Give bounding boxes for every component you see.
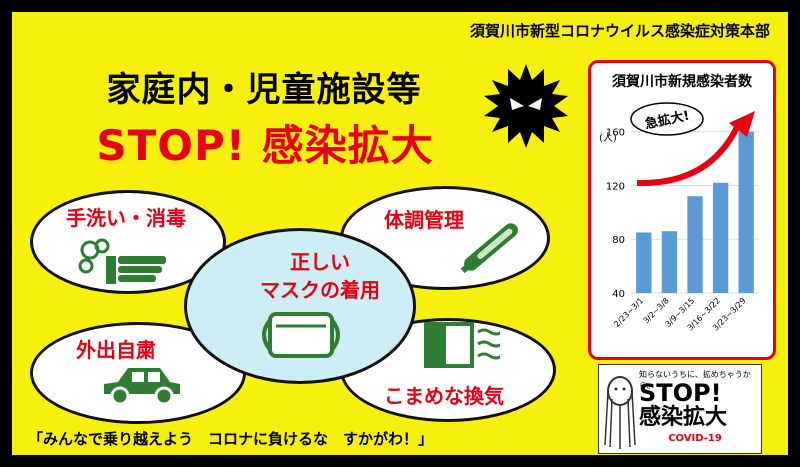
- title-line-2: STOP! 感染拡大: [96, 121, 434, 170]
- y-tick-label: 80: [612, 235, 625, 246]
- ventilation-label: こまめな換気: [384, 384, 504, 408]
- mask-label-line1: 正しい: [290, 250, 350, 274]
- mask-icon: [262, 312, 340, 358]
- y-tick-label: 40: [612, 289, 625, 300]
- stop-badge: 知らないうちに、拡めちゃうから。 STOP! 感染拡大 COVID-19: [598, 364, 762, 454]
- virus-burst-icon: [484, 64, 568, 148]
- amabie-icon: [604, 376, 636, 449]
- x-tick-label: 2/23~3/1: [612, 296, 645, 329]
- y-tick-label: 160: [606, 128, 625, 139]
- mask-bubble: [184, 228, 416, 384]
- bar: [636, 232, 652, 293]
- health-label: 体調管理: [384, 208, 464, 232]
- title-line-1: 家庭内・児童施設等: [106, 70, 422, 110]
- bar: [687, 196, 703, 293]
- mask-label: 正しい マスクの着用: [240, 248, 400, 304]
- badge-kanji: 感染拡大: [639, 405, 728, 430]
- growth-arrowhead: [729, 111, 755, 137]
- chart-title: 須賀川市新規感染者数: [612, 74, 752, 90]
- car-icon: [104, 368, 180, 406]
- stay-home-label: 外出自粛: [76, 338, 156, 362]
- org-name: 須賀川市新型コロナウイルス感染症対策本部: [469, 22, 770, 40]
- mask-label-line2: マスクの着用: [260, 278, 380, 302]
- growth-arrow: [636, 121, 742, 187]
- bar: [661, 231, 678, 293]
- y-tick-label: 120: [606, 181, 625, 192]
- bar: [712, 182, 729, 293]
- thermometer-icon: [460, 223, 518, 274]
- cases-chart: (人)16012080402/23~3/13/2~3/83/9~3/153/16…: [599, 102, 759, 333]
- badge-covid: COVID-19: [668, 433, 722, 444]
- window-ventilation-icon: [424, 322, 500, 368]
- slogan: 「みんなで乗り越えよう コロナに負けるな すかがわ！」: [28, 430, 434, 448]
- y-axis-unit: (人): [599, 132, 617, 144]
- bar: [738, 131, 754, 293]
- annotation-bubble: [630, 102, 704, 136]
- handwash-icon: [78, 238, 166, 284]
- badge-stop: STOP!: [639, 379, 722, 407]
- handwash-label: 手洗い・消毒: [66, 206, 186, 230]
- badge-small-text: 知らないうちに、拡めちゃうから。: [639, 370, 751, 390]
